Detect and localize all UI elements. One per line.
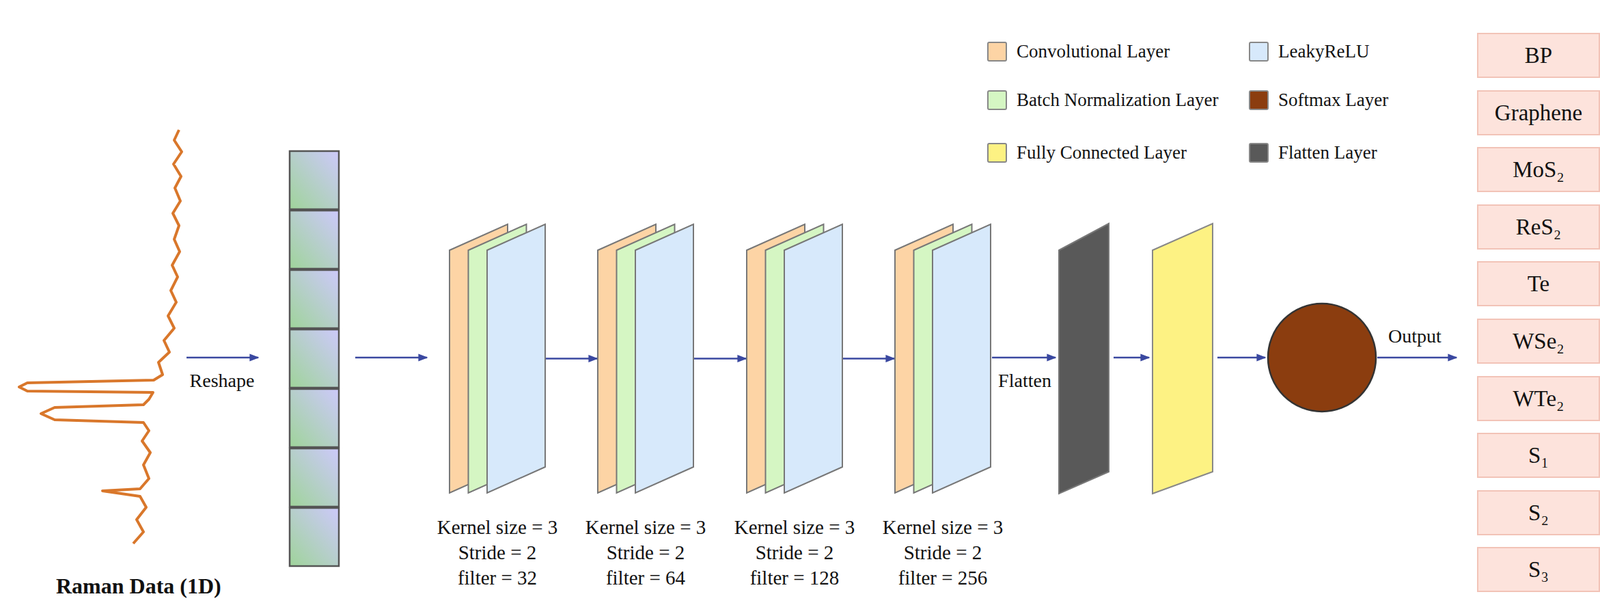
class-box: S₁	[1477, 432, 1600, 478]
raman-spectrum	[19, 129, 182, 544]
conv-layers	[448, 223, 546, 494]
output-arrow	[1377, 356, 1457, 359]
stack-cell	[289, 329, 339, 388]
class-box: ReS₂	[1477, 204, 1600, 250]
stack-arrow	[355, 356, 427, 359]
conv-parameter: Kernel size = 3	[882, 514, 1004, 540]
conv-block: Kernel size = 3Stride = 2filter = 256	[894, 223, 992, 494]
flatten-arrow	[991, 356, 1056, 359]
legend-text: LeakyReLU	[1278, 40, 1370, 63]
class-name: Te	[1527, 269, 1551, 298]
class-name: S₃	[1528, 555, 1549, 583]
conv-block: Kernel size = 3Stride = 2filter = 32	[448, 223, 546, 494]
conv-parameter: Kernel size = 3	[585, 514, 707, 540]
legend-swatch	[987, 142, 1008, 163]
conv-parameter: Stride = 2	[755, 539, 835, 565]
legend-swatch	[987, 41, 1008, 62]
legend-swatch	[1248, 90, 1269, 110]
layer-arrow	[694, 357, 747, 360]
legend-swatch	[1248, 142, 1269, 163]
legend-text: Fully Connected Layer	[1016, 141, 1187, 164]
stack-cell	[289, 150, 339, 210]
conv-parameter: filter = 32	[457, 564, 537, 591]
input-data: Raman Data (1D)	[56, 572, 222, 599]
conv-parameter: filter = 256	[898, 564, 988, 591]
leakyrelu-layer	[932, 224, 991, 493]
arrow-label: Reshape	[189, 369, 255, 392]
legend-entry: Softmax Layer	[1248, 87, 1389, 113]
arrow-label: Output	[1388, 325, 1442, 348]
class-name: WSe₂	[1512, 327, 1565, 355]
class-box: WSe₂	[1477, 318, 1600, 364]
stack-cell	[289, 269, 339, 328]
stack-cell	[289, 507, 339, 566]
softmax-arrow	[1217, 356, 1266, 359]
legend-text: Softmax Layer	[1278, 88, 1389, 111]
legend-entry: Fully Connected Layer	[987, 140, 1187, 165]
stack-cell	[289, 210, 339, 269]
layer-arrow	[545, 357, 598, 360]
class-box: MoS₂	[1477, 146, 1600, 192]
conv-parameter: Stride = 2	[606, 539, 686, 565]
legend-text: Batch Normalization Layer	[1016, 88, 1219, 111]
flatten-layer	[1058, 223, 1109, 494]
legend-entry: LeakyReLU	[1248, 38, 1370, 64]
class-name: ReS₂	[1515, 213, 1562, 241]
conv-parameter: filter = 128	[750, 564, 840, 591]
legend-swatch	[987, 90, 1008, 110]
fc-arrow	[1113, 356, 1150, 359]
class-name: S₁	[1528, 441, 1549, 469]
class-name: BP	[1524, 41, 1553, 70]
class-box: BP	[1477, 32, 1600, 78]
class-box: Te	[1477, 260, 1600, 307]
class-name: MoS₂	[1512, 155, 1565, 184]
conv-parameter: filter = 64	[605, 564, 686, 591]
conv-parameter: Stride = 2	[903, 539, 983, 565]
legend-text: Convolutional Layer	[1016, 40, 1170, 63]
conv-parameter: Stride = 2	[458, 539, 537, 565]
leakyrelu-layer	[784, 224, 843, 493]
reshape-arrow	[186, 356, 259, 359]
layer-arrow	[843, 357, 895, 360]
legend-text: Flatten Layer	[1278, 141, 1378, 164]
class-box: S₂	[1477, 489, 1600, 535]
conv-layers	[746, 223, 844, 494]
stack-cell	[289, 448, 339, 507]
conv-layers	[894, 223, 992, 494]
leakyrelu-layer	[487, 224, 546, 493]
input-label: Raman Data (1D)	[56, 572, 222, 599]
class-name: Graphene	[1494, 99, 1583, 127]
class-box: Graphene	[1477, 90, 1600, 136]
softmax-layer	[1267, 303, 1376, 412]
legend-entry: Convolutional Layer	[987, 38, 1170, 64]
conv-parameter: Kernel size = 3	[437, 514, 559, 540]
class-box: S₃	[1477, 546, 1600, 592]
arrow-label: Flatten	[998, 369, 1052, 392]
conv-block: Kernel size = 3Stride = 2filter = 128	[746, 223, 844, 494]
legend-entry: Flatten Layer	[1248, 140, 1378, 165]
legend-entry: Batch Normalization Layer	[987, 87, 1219, 113]
reshaped-stack	[289, 150, 339, 566]
leakyrelu-layer	[635, 224, 694, 493]
conv-parameter: Kernel size = 3	[734, 514, 856, 540]
conv-block: Kernel size = 3Stride = 2filter = 64	[597, 223, 695, 494]
fully-connected-layer	[1152, 223, 1213, 494]
class-name: WTe₂	[1512, 384, 1564, 412]
legend-swatch	[1248, 41, 1269, 62]
stack-cell	[289, 388, 339, 447]
conv-layers	[597, 223, 695, 494]
class-box: WTe₂	[1477, 375, 1600, 421]
class-name: S₂	[1528, 498, 1549, 527]
